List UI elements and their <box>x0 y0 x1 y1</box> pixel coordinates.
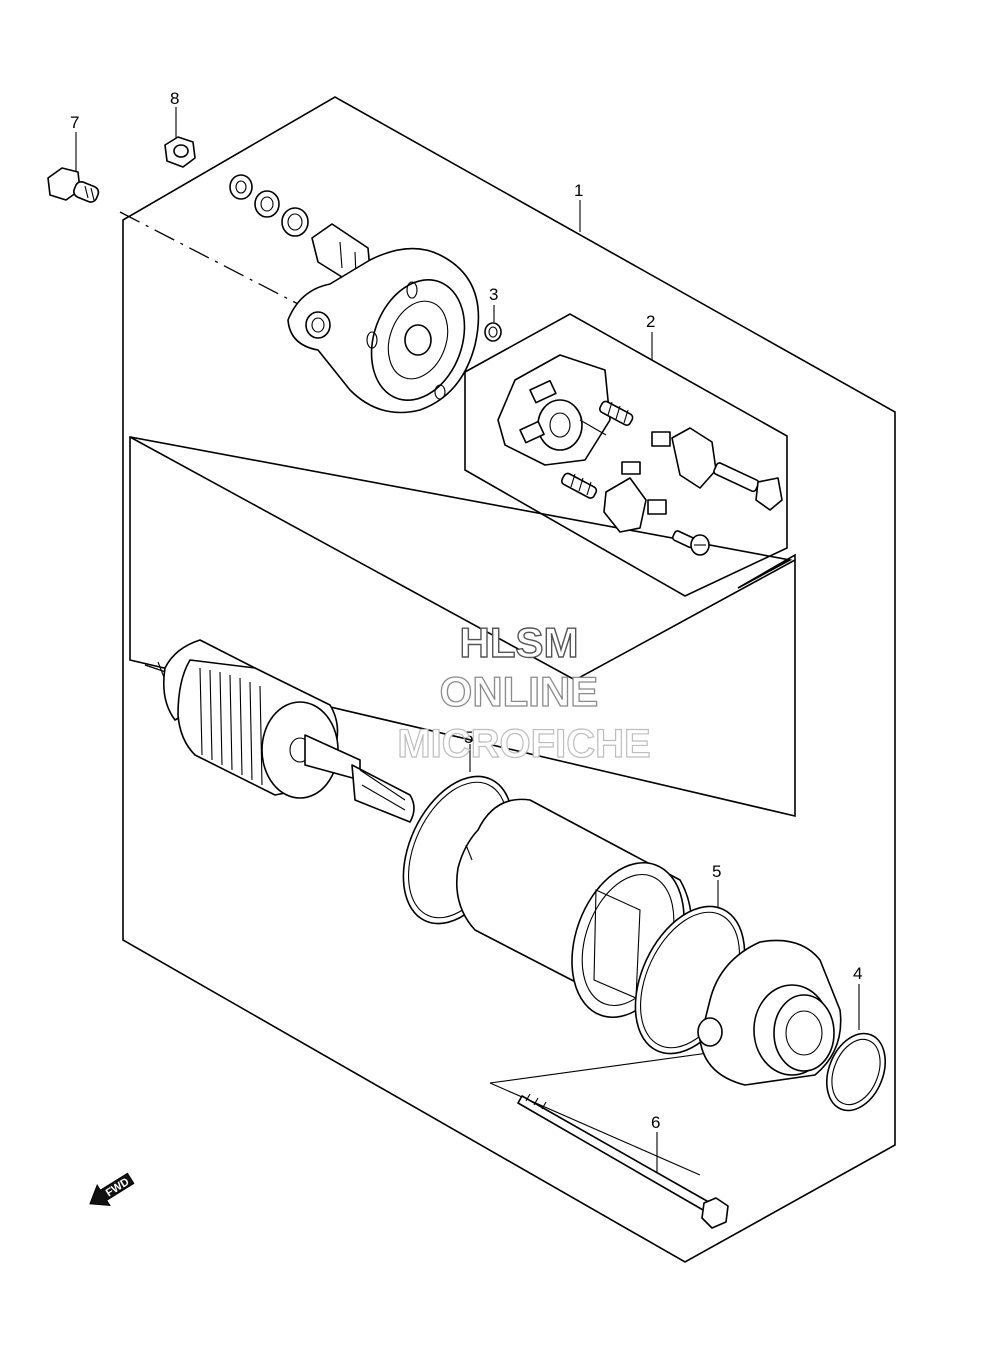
terminal-plate <box>671 427 717 489</box>
brush-screw <box>671 530 710 556</box>
centerline-bolt <box>119 211 301 306</box>
brush-upper <box>651 431 671 447</box>
armature-pinion <box>351 764 415 823</box>
centerline-armature <box>144 664 176 676</box>
callout-5-lower: 5 <box>712 862 721 881</box>
brush-holder-assembly <box>497 354 783 556</box>
leader-lines <box>75 107 860 1172</box>
terminal-bolt <box>713 462 783 511</box>
fwd-arrow-icon: FWD <box>89 1172 135 1207</box>
bolt-part-7 <box>47 167 100 203</box>
brush-holder-frame <box>464 313 788 597</box>
callout-3: 3 <box>489 285 498 304</box>
front-end-cover <box>697 939 842 1086</box>
watermark: HLSM ONLINE MICROFICHE <box>397 618 652 766</box>
assembly-frame <box>122 96 896 1263</box>
armature <box>157 639 415 823</box>
callout-5-upper: 5 <box>464 728 473 747</box>
armature-frame-top <box>129 436 796 681</box>
watermark-line-2: ONLINE <box>440 668 599 715</box>
brush-lower <box>647 499 667 515</box>
callout-7: 7 <box>70 113 79 132</box>
rear-end-cover <box>287 247 480 414</box>
watermark-line-3: MICROFICHE <box>397 722 650 766</box>
washer-set <box>229 174 371 283</box>
brush-mid <box>621 461 641 475</box>
nut-part-8 <box>164 136 196 168</box>
brush-spring-upper <box>598 400 634 426</box>
o-ring-part-3 <box>484 322 502 342</box>
brush-spring-lower <box>560 472 598 499</box>
brush-plate <box>603 477 647 533</box>
watermark-line-1: HLSM <box>460 619 579 666</box>
centerline-tie-bolt <box>489 1049 731 1084</box>
callout-8: 8 <box>170 89 179 108</box>
callout-2: 2 <box>646 312 655 331</box>
armature-frame <box>129 436 796 818</box>
callout-6: 6 <box>651 1113 660 1132</box>
callout-1: 1 <box>574 181 583 200</box>
callout-4: 4 <box>853 964 862 983</box>
armature-commutator-lines <box>199 667 263 786</box>
tie-bolt-part-6 <box>517 1093 729 1229</box>
